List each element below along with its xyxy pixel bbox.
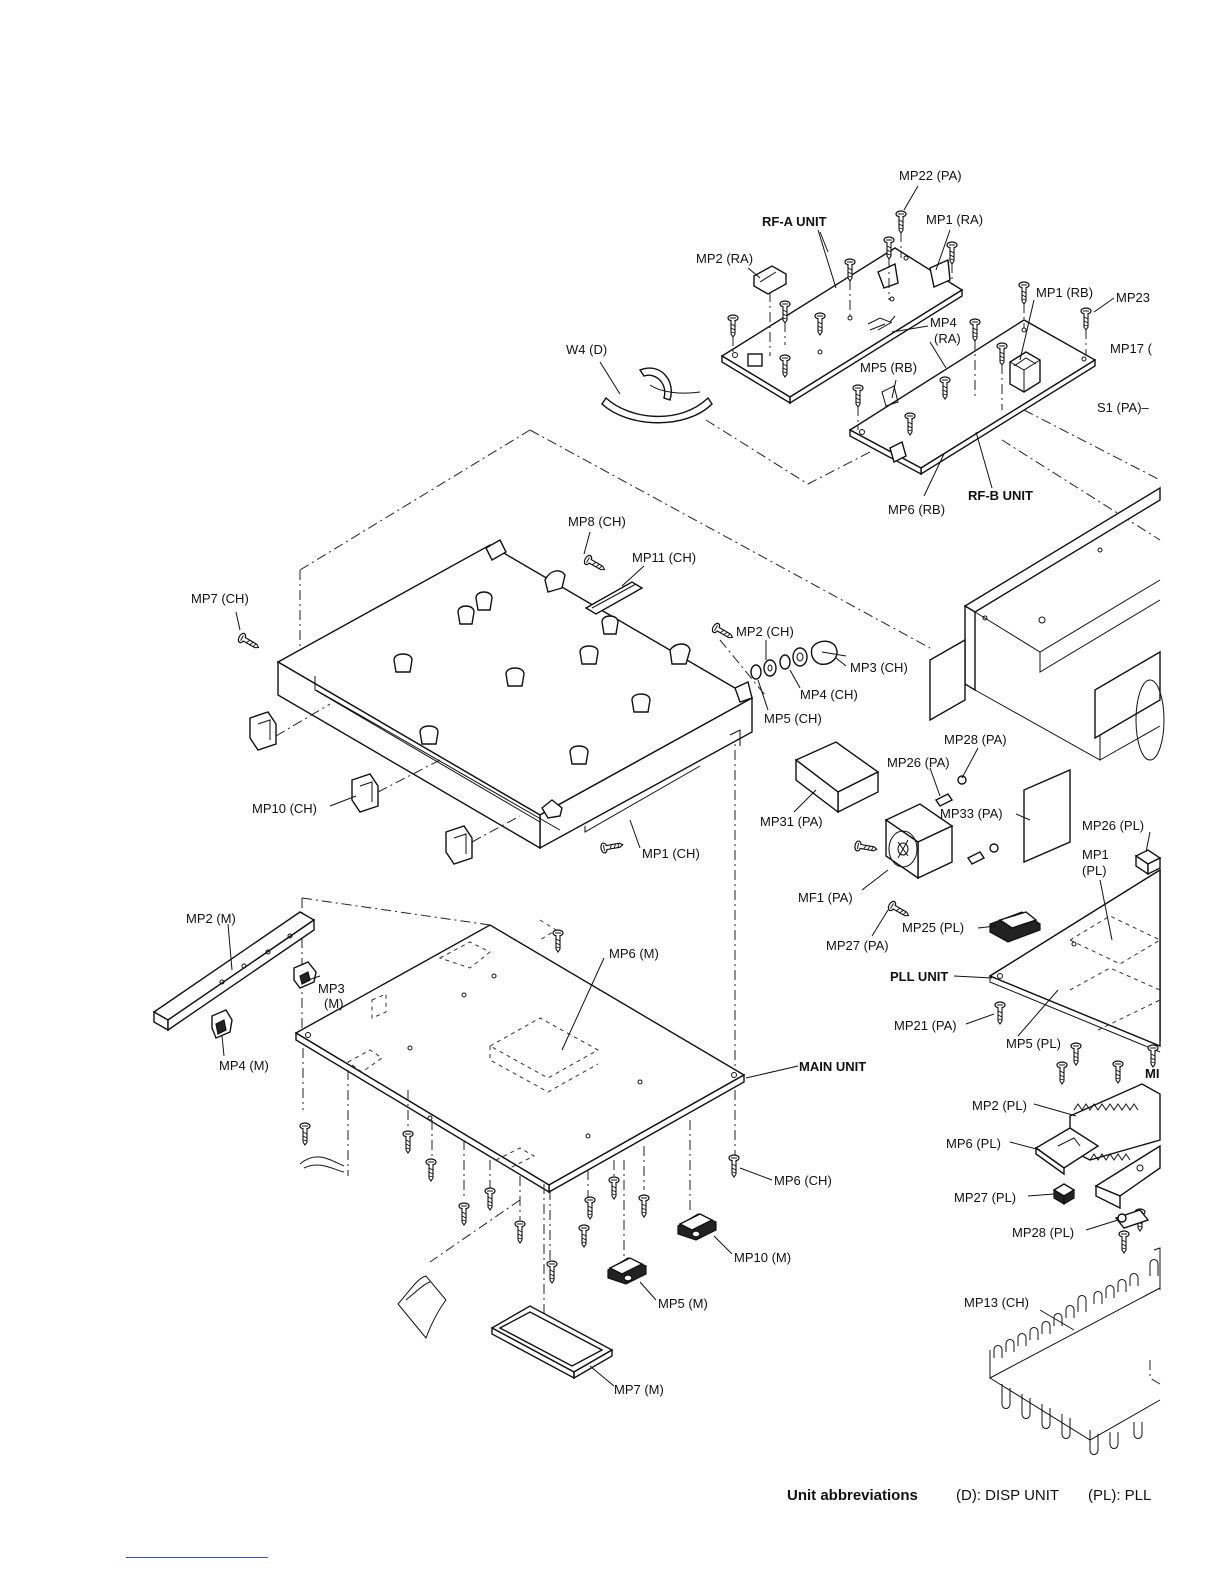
mp25-pl-part	[989, 911, 1041, 943]
label-mp11-ch: MP11 (CH)	[632, 550, 697, 565]
label-mp4-ra-2: (RA)	[934, 331, 961, 346]
label-mp5-ch: MP5 (CH)	[764, 711, 822, 726]
mp33-pa-sheet	[1023, 768, 1071, 864]
mp7-m-frame	[490, 1305, 614, 1380]
abbreviation-disp-unit: (D): DISP UNIT	[956, 1487, 1060, 1504]
abbreviation-pll: (PL): PLL	[1088, 1487, 1152, 1504]
label-mp1-pl-1: MP1	[1082, 847, 1109, 862]
label-mp5-pl: MP5 (PL)	[1006, 1036, 1061, 1051]
mp27-pl-block	[1052, 1183, 1076, 1206]
label-mp23: MP23	[1116, 290, 1150, 305]
label-mp17: MP17 (	[1110, 341, 1152, 356]
label-mp4-m: MP4 (M)	[219, 1058, 269, 1073]
label-mp25-pl: MP25 (PL)	[902, 920, 965, 935]
label-mp10-m: MP10 (M)	[734, 1250, 792, 1265]
label-main-unit: MAIN UNIT	[799, 1059, 867, 1074]
label-mp21-pa: MP21 (PA)	[894, 1018, 957, 1033]
label-mp7-ch: MP7 (CH)	[191, 591, 249, 606]
mp13-ch-rail	[989, 1247, 1161, 1455]
label-mp1-pl-2: (PL)	[1082, 863, 1107, 878]
mp6-pl-part	[1034, 1127, 1100, 1176]
label-mp33-pa: MP33 (PA)	[940, 806, 1003, 821]
label-mp7-m: MP7 (M)	[614, 1382, 664, 1397]
label-mp4-ra-1: MP4	[930, 315, 957, 330]
main-unit-board	[294, 919, 746, 1194]
label-rf-a-unit: RF-A UNIT	[762, 214, 827, 229]
w4-flat-cable	[601, 367, 713, 424]
pll-unit-board	[988, 868, 1162, 1053]
label-mp3-m-2: (M)	[324, 996, 344, 1011]
label-mp5-m: MP5 (M)	[658, 1296, 708, 1311]
label-mp2-m: MP2 (M)	[186, 911, 236, 926]
label-mp28-pl: MP28 (PL)	[1012, 1225, 1075, 1240]
mp2-ra-part	[753, 265, 787, 295]
label-mp2-ch: MP2 (CH)	[736, 624, 794, 639]
label-mp6-m: MP6 (M)	[609, 946, 659, 961]
label-mp2-pl: MP2 (PL)	[972, 1098, 1027, 1113]
label-mp3-m-1: MP3	[318, 981, 345, 996]
label-mp27-pa: MP27 (PA)	[826, 938, 889, 953]
label-mp22-pa: MP22 (PA)	[899, 168, 962, 183]
label-pll-unit: PLL UNIT	[890, 969, 949, 984]
label-mp31-pa: MP31 (PA)	[760, 814, 823, 829]
mp5-m-part	[607, 1257, 647, 1285]
label-mp5-rb: MP5 (RB)	[860, 360, 918, 375]
mp28-pl-clip	[1114, 1209, 1150, 1229]
label-mp2-ra: MP2 (RA)	[696, 251, 754, 266]
mp4-m-clip	[211, 1009, 233, 1039]
label-mp13-ch: MP13 (CH)	[964, 1295, 1030, 1310]
mp2-to-mp5-ch-hardware	[750, 640, 847, 680]
label-mp26-pa: MP26 (PA)	[887, 755, 950, 770]
label-rf-b-unit: RF-B UNIT	[968, 488, 1033, 503]
label-w4-d: W4 (D)	[566, 342, 608, 357]
footer-rule	[126, 1557, 268, 1558]
mp11-ch-strip	[584, 581, 644, 615]
mp10-ch-clips	[249, 711, 473, 865]
label-mp27-pl: MP27 (PL)	[954, 1190, 1017, 1205]
label-mp28-pa: MP28 (PA)	[944, 732, 1007, 747]
label-mp26-pl: MP26 (PL)	[1082, 818, 1145, 833]
label-mp10-ch: MP10 (CH)	[252, 801, 318, 816]
main-cable-fragment	[299, 1156, 345, 1173]
label-mp6-rb: MP6 (RB)	[888, 502, 946, 517]
label-mp1-rb: MP1 (RB)	[1036, 285, 1094, 300]
mp2-m-bar	[152, 911, 316, 1032]
rf-a-unit-board	[720, 247, 964, 405]
flat-cable-bottom	[397, 1275, 447, 1339]
mp26-pl-block	[1134, 849, 1162, 876]
label-mp-cut: MI	[1145, 1066, 1160, 1081]
mp31-pa-foam	[794, 741, 880, 814]
label-mp1-ch: MP1 (CH)	[642, 846, 700, 861]
chassis-tabs	[393, 591, 651, 765]
label-mp6-pl: MP6 (PL)	[946, 1136, 1001, 1151]
label-mp6-ch: MP6 (CH)	[774, 1173, 832, 1188]
mp26-pa-spacers	[934, 775, 999, 865]
label-mp1-ra: MP1 (RA)	[926, 212, 984, 227]
mf1-pa-fan	[884, 803, 954, 880]
leader-lines	[221, 185, 1151, 1387]
chassis-plate-mp1-ch	[276, 539, 754, 850]
mp10-m-part	[677, 1213, 717, 1241]
unit-abbreviations-title: Unit abbreviations	[787, 1487, 918, 1504]
mp3-m-clip	[293, 961, 317, 989]
label-mp8-ch: MP8 (CH)	[568, 514, 626, 529]
label-mp4-ch: MP4 (CH)	[800, 687, 858, 702]
mp-pl-tray	[1094, 1144, 1161, 1210]
label-mp3-ch: MP3 (CH)	[850, 660, 908, 675]
label-mf1-pa: MF1 (PA)	[798, 890, 853, 905]
main-chassis-frame	[929, 486, 1165, 761]
label-s1-pa: S1 (PA)–	[1097, 400, 1149, 415]
